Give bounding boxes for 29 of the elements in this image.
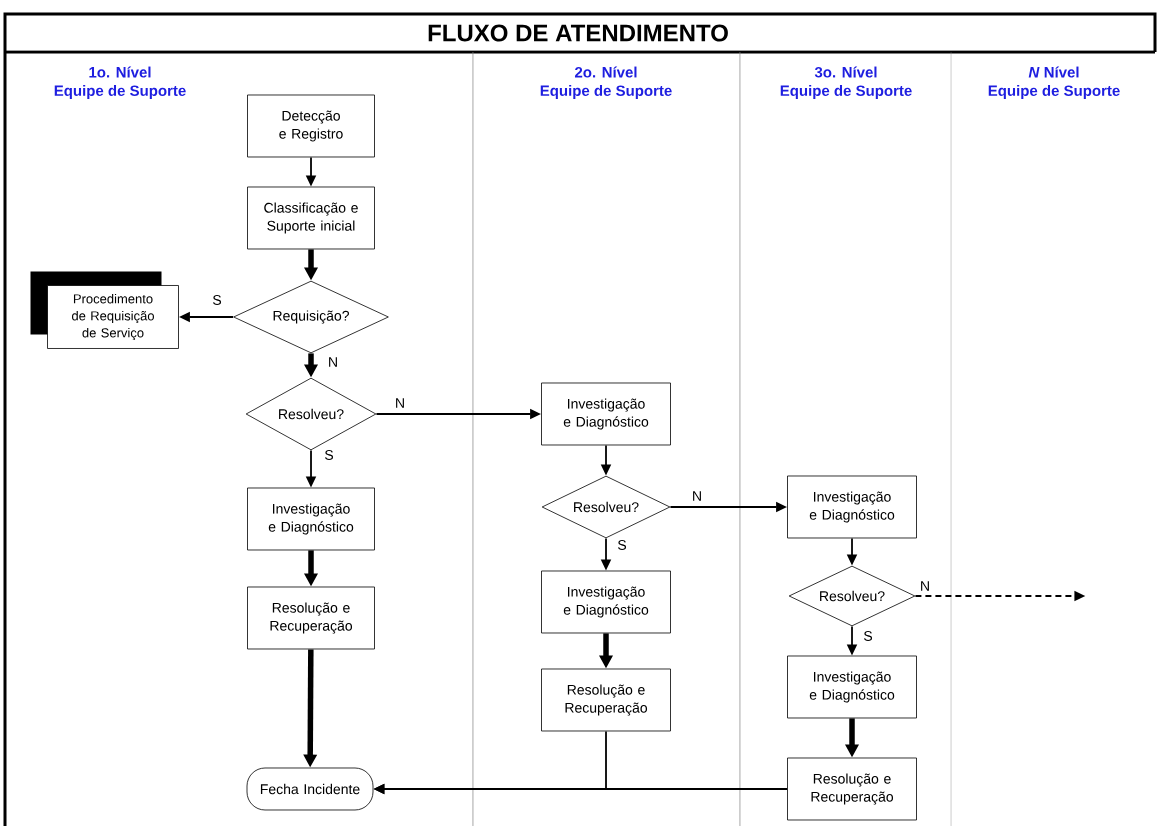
lane-heading: Equipe de Suporte bbox=[54, 85, 186, 99]
lane-heading: 3o. Nível bbox=[814, 66, 877, 78]
process-box: Resolução e Recuperação bbox=[247, 586, 375, 650]
lane-heading: 1o. Nível bbox=[89, 66, 151, 78]
process-box: Investigação e Diagnóstico bbox=[787, 475, 917, 539]
document-box: Procedimento de Requisição de Serviço bbox=[30, 271, 179, 349]
lane-heading: N Nível bbox=[1028, 66, 1079, 78]
process-box: Resolução e Recuperação bbox=[541, 668, 671, 732]
edge-label: S bbox=[211, 294, 223, 306]
edge-label: S bbox=[862, 630, 874, 642]
lane-heading: Equipe de Suporte bbox=[540, 85, 672, 99]
lane-heading: Equipe de Suporte bbox=[780, 85, 912, 99]
edge-label: S bbox=[323, 449, 335, 461]
edge-label: N bbox=[690, 490, 704, 502]
process-box: Investigação e Diagnóstico bbox=[541, 570, 671, 634]
edge-label: N bbox=[918, 580, 932, 592]
process-box: Detecção e Registro bbox=[247, 94, 375, 158]
edge-label: S bbox=[616, 539, 628, 551]
process-box: Investigação e Diagnóstico bbox=[787, 655, 917, 719]
process-box: Investigação e Diagnóstico bbox=[247, 487, 375, 551]
edge-label: N bbox=[393, 397, 407, 409]
lane-heading: 2o. Nível bbox=[575, 66, 637, 78]
process-box: Resolução e Recuperação bbox=[787, 757, 917, 821]
title: FLUXO DE ATENDIMENTO bbox=[428, 24, 728, 42]
terminator-box: Fecha Incidente bbox=[246, 767, 374, 811]
edge-label: N bbox=[326, 356, 340, 368]
process-box: Investigação e Diagnóstico bbox=[541, 382, 671, 446]
lane-heading: Equipe de Suporte bbox=[988, 85, 1120, 99]
process-box: Classificação e Suporte inicial bbox=[247, 186, 375, 250]
